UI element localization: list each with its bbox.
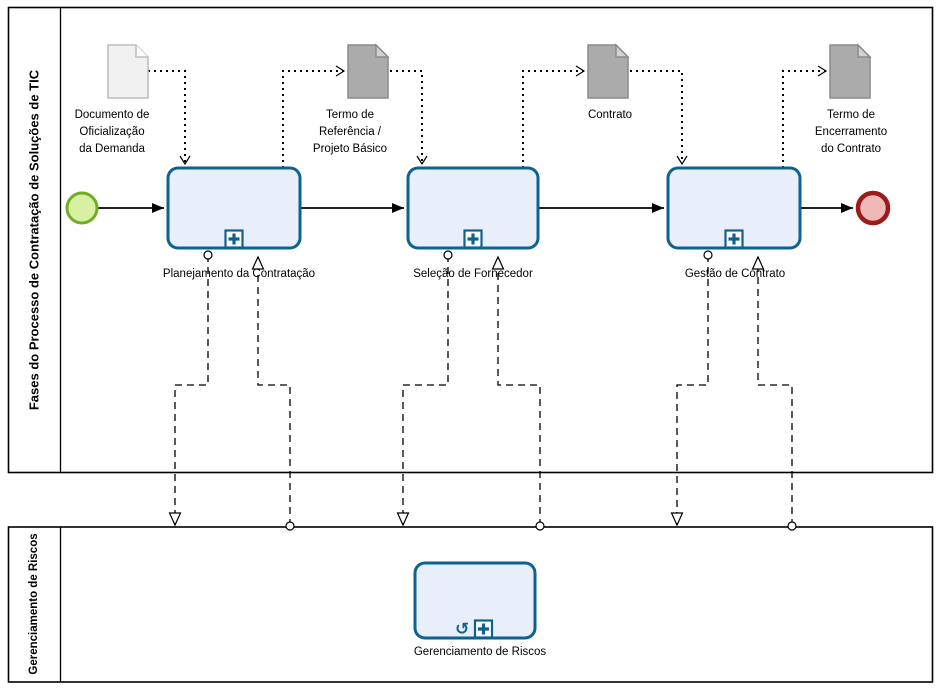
data-associations (148, 65, 828, 168)
plus-cross (728, 233, 740, 245)
message-flow-gestao-to-riscos (670, 250, 713, 527)
document-label-oficializacao: Documento de Oficialização da Demanda (74, 109, 150, 155)
document-label-termo-encerramento: Termo de Encerramento do Contrato (814, 109, 888, 155)
pool-title-fases: Fases do Processo de Contratação de Solu… (26, 69, 42, 411)
doc4-fold (857, 43, 872, 58)
plus-cross (467, 233, 479, 245)
document-icon-oficializacao[interactable] (107, 44, 149, 99)
task-gerenciamento-riscos[interactable]: ↺ (413, 561, 537, 640)
loop-icon: ↺ (455, 620, 469, 640)
task-label-planejamento: Planejamento da Contratação (162, 268, 316, 280)
end-event[interactable] (855, 190, 891, 226)
task-selecao[interactable] (406, 166, 540, 250)
plus-cross (478, 623, 489, 635)
message-flows (168, 250, 797, 531)
doc3-fold (615, 43, 630, 58)
subprocess-plus-icon[interactable] (473, 619, 494, 639)
association-doc1-to-planejamento (148, 70, 191, 166)
document-icon-termo-referencia[interactable] (347, 43, 390, 99)
message-flow-riscos-to-gestao (751, 255, 797, 531)
message-flow-riscos-to-selecao (491, 255, 545, 531)
message-flow-selecao-to-riscos (396, 250, 453, 527)
task-label-selecao: Seleção de Fornecedor (413, 268, 533, 280)
start-event[interactable] (65, 191, 99, 225)
association-planejamento-to-doc2 (282, 65, 346, 168)
task-planejamento[interactable] (166, 166, 302, 250)
task-label-gestao: Gestão de Contrato (684, 268, 786, 280)
doc2-body (347, 44, 389, 99)
plus-cross (228, 233, 240, 245)
document-icon-termo-encerramento[interactable] (829, 43, 872, 99)
doc1-fold (135, 45, 148, 58)
subprocess-plus-icon[interactable] (724, 229, 744, 249)
document-label-contrato: Contrato (587, 109, 633, 121)
doc3-body (587, 44, 629, 99)
document-icon-contrato[interactable] (587, 43, 630, 99)
document-label-termo-referencia: Termo de Referência / Projeto Básico (312, 109, 388, 155)
message-flow-planejamento-to-riscos (168, 250, 213, 527)
subprocess-plus-icon[interactable] (224, 229, 244, 249)
association-gestao-to-doc4 (782, 65, 828, 168)
message-flow-riscos-to-planejamento (251, 255, 295, 531)
task-gestao[interactable] (666, 166, 802, 250)
doc4-body (829, 44, 871, 99)
task-label-riscos: Gerenciamento de Riscos (413, 646, 547, 658)
subprocess-plus-icon[interactable] (463, 229, 483, 249)
pool-title-riscos: Gerenciamento de Riscos (28, 533, 40, 675)
association-selecao-to-doc3 (522, 65, 586, 168)
document-icons (107, 43, 872, 99)
doc2-fold (375, 43, 390, 58)
doc1-body (107, 44, 149, 99)
association-doc2-to-selecao (390, 70, 428, 166)
association-doc3-to-gestao (630, 70, 688, 166)
